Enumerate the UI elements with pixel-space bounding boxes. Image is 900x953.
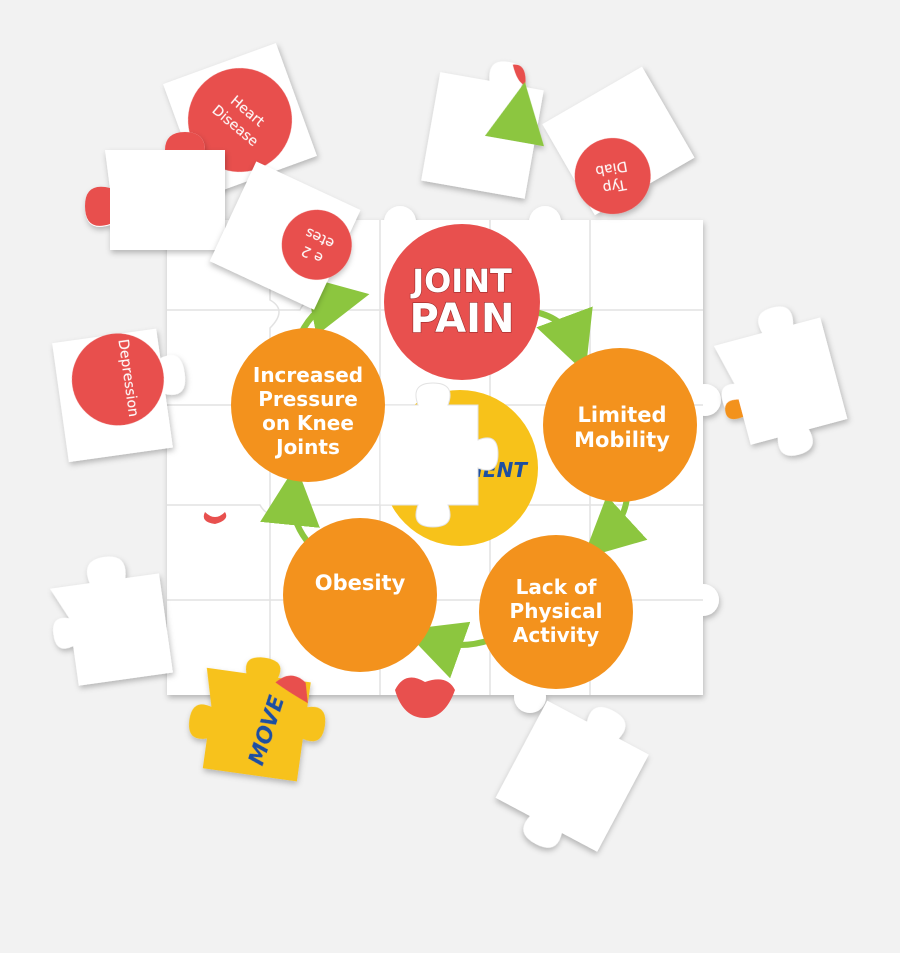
lack-activity-line3: Activity — [513, 623, 599, 647]
loose-piece-diabetes-b: e 2 etes — [209, 161, 361, 310]
limited-mobility-line1: Limited — [578, 403, 667, 427]
loose-piece-top-arrow — [421, 61, 545, 199]
arrow-joint-to-mobility — [532, 306, 593, 374]
loose-piece-bottom-right — [495, 700, 649, 852]
red-knob-bottom — [395, 677, 455, 718]
knee-pressure-circle: Increased Pressure on Knee Joints — [231, 328, 385, 482]
loose-piece-bottom-left — [50, 556, 173, 686]
lack-activity-line1: Lack of — [516, 575, 597, 599]
loose-piece-left-top — [85, 132, 225, 250]
diabetes-a-line1: Typ — [601, 176, 628, 196]
loose-piece-movement: MOVE — [188, 657, 326, 782]
knee-pressure-line2: Pressure — [258, 387, 358, 411]
loose-piece-depression: Depression — [52, 328, 186, 463]
joint-pain-circle: JOINT PAIN — [384, 224, 540, 380]
joint-pain-line2: PAIN — [410, 296, 515, 342]
limited-mobility-line2: Mobility — [574, 428, 670, 452]
diabetes-a-line2: Diab — [594, 157, 629, 178]
joint-pain-line1: JOINT — [410, 262, 512, 300]
lack-of-activity-circle: Lack of Physical Activity — [479, 535, 633, 689]
obesity-circle: Obesity — [283, 518, 437, 672]
limited-mobility-circle: Limited Mobility — [543, 348, 697, 502]
red-knob-left — [203, 512, 227, 524]
missing-center-piece — [379, 382, 499, 528]
knee-pressure-line4: Joints — [274, 435, 340, 459]
lack-activity-line2: Physical — [510, 599, 603, 623]
knee-pressure-line1: Increased — [253, 363, 363, 387]
knee-pressure-line3: on Knee — [262, 411, 354, 435]
loose-piece-diabetes-a: Typ Diab — [542, 66, 695, 216]
obesity-label: Obesity — [315, 571, 406, 595]
loose-piece-right — [713, 306, 848, 456]
